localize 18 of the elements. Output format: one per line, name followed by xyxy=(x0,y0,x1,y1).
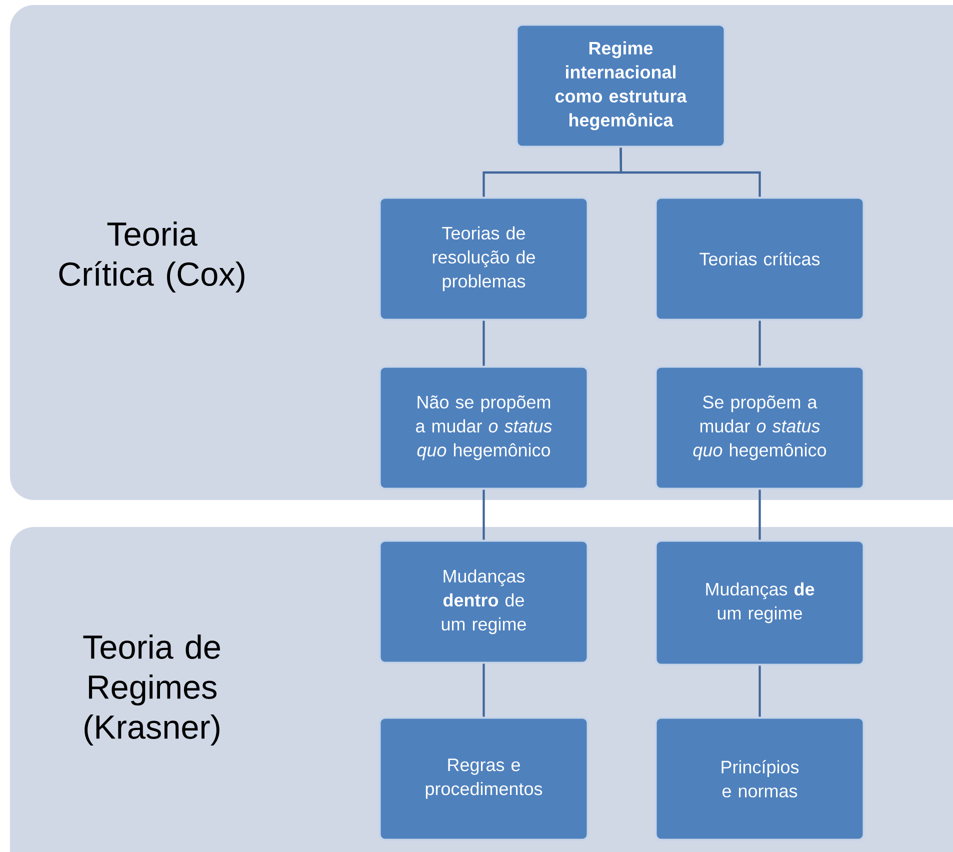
connector xyxy=(620,148,761,197)
process-box: Se propõem a mudar o status quo hegemônico xyxy=(654,366,865,490)
process-box: Teorias críticas xyxy=(654,196,865,321)
connector xyxy=(758,490,761,540)
connector xyxy=(482,320,485,366)
process-box: Regras e procedimentos xyxy=(378,716,589,841)
process-box: Princípios e normas xyxy=(654,716,865,841)
connector xyxy=(758,320,761,366)
band-heading: Teoria de Regimes (Krasner) xyxy=(83,634,220,746)
process-box: Não se propõem a mudar o status quo hegemônico xyxy=(378,366,589,490)
process-box: Mudanças de um regime xyxy=(654,540,865,666)
connector xyxy=(482,490,485,540)
process-box: Teorias de resolução de problemas xyxy=(378,196,589,321)
process-box: Regime internacional como estrutura hegemônica xyxy=(516,24,726,148)
band-heading: Teoria Crítica (Cox) xyxy=(59,221,244,293)
connector xyxy=(482,664,485,717)
connector xyxy=(758,666,761,717)
process-box: Mudanças dentro de um regime xyxy=(378,540,589,664)
